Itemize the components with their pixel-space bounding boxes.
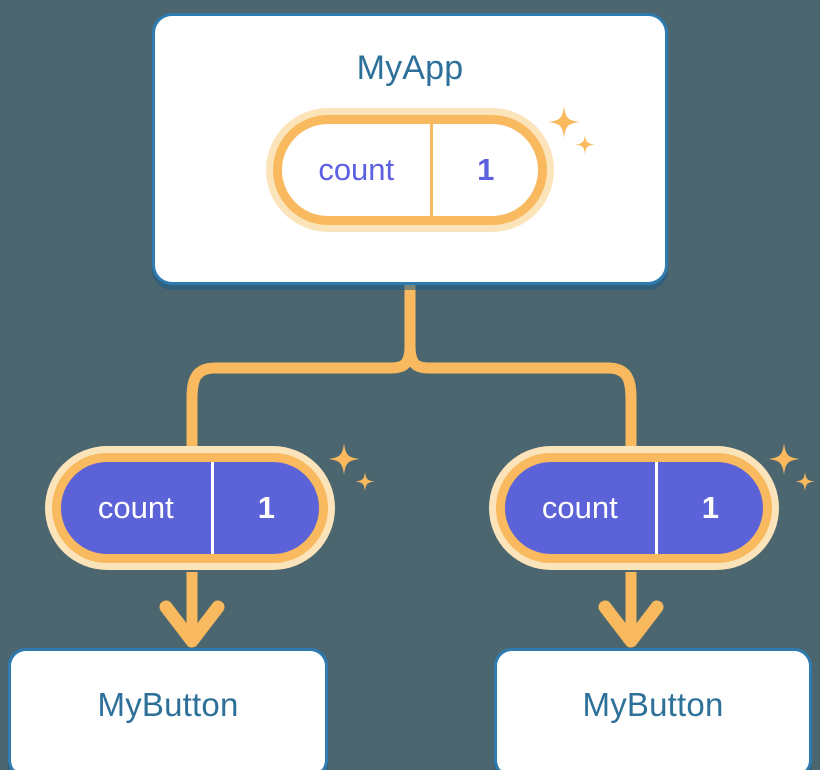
arrow-head-left [159, 600, 225, 648]
state-pill-body: count 1 [282, 124, 538, 216]
connector-branch-left [186, 344, 416, 446]
state-value-label: 1 [210, 462, 319, 554]
state-key-label: count [97, 490, 174, 525]
component-card-mybutton-left[interactable]: MyButton [8, 648, 328, 770]
state-key-label: count [541, 490, 618, 525]
state-value-label: 1 [430, 124, 538, 216]
state-pill-child-right[interactable]: count 1 [489, 446, 779, 570]
connector-branch-right [404, 344, 637, 446]
state-pill-body: count 1 [505, 462, 763, 554]
arrow-head-right [598, 600, 664, 648]
component-title-mybutton-left: MyButton [97, 686, 239, 723]
state-pill-body: count 1 [61, 462, 319, 554]
state-key-label: count [318, 152, 395, 187]
component-title-myapp: MyApp [356, 49, 464, 87]
state-value-label: 1 [654, 462, 763, 554]
component-title-mybutton-right: MyButton [582, 686, 724, 723]
component-card-mybutton-right[interactable]: MyButton [494, 648, 812, 770]
sparkle-small-icon [795, 472, 815, 491]
state-pill-child-left[interactable]: count 1 [45, 446, 335, 570]
sparkle-small-icon [355, 472, 375, 491]
state-pill-root[interactable]: count 1 [266, 108, 554, 232]
